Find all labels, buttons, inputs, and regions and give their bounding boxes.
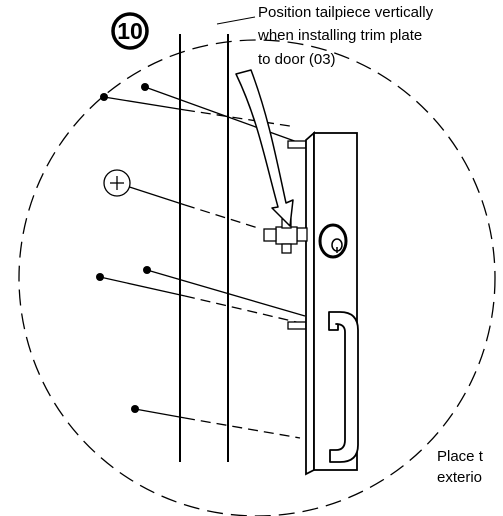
callout-leader	[216, 16, 256, 25]
top-callout-line-1: Position tailpiece vertically	[258, 4, 434, 21]
door-edge	[179, 34, 229, 462]
top-callout-line-2: when installing trim plate	[257, 27, 422, 44]
bottom-callout-line-1: Place t	[437, 448, 484, 465]
top-callout-line-3: to door (03)	[258, 51, 336, 68]
trim-plate	[305, 131, 358, 476]
step-number: 10	[117, 18, 143, 44]
screw-dots	[96, 83, 151, 413]
lock-cylinder-icon	[318, 223, 348, 259]
bottom-callout: Place t exterio	[437, 448, 484, 486]
bottom-callout-line-2: exterio	[437, 469, 482, 486]
screw-head-icon	[103, 169, 131, 197]
step-badge	[111, 12, 149, 50]
callout-arrow	[235, 69, 294, 227]
screw-lines	[99, 86, 306, 439]
detail-circle	[18, 39, 496, 516]
tailpiece	[263, 218, 308, 254]
pull-handle	[328, 311, 359, 463]
top-callout: Position tailpiece vertically when insta…	[257, 4, 434, 68]
